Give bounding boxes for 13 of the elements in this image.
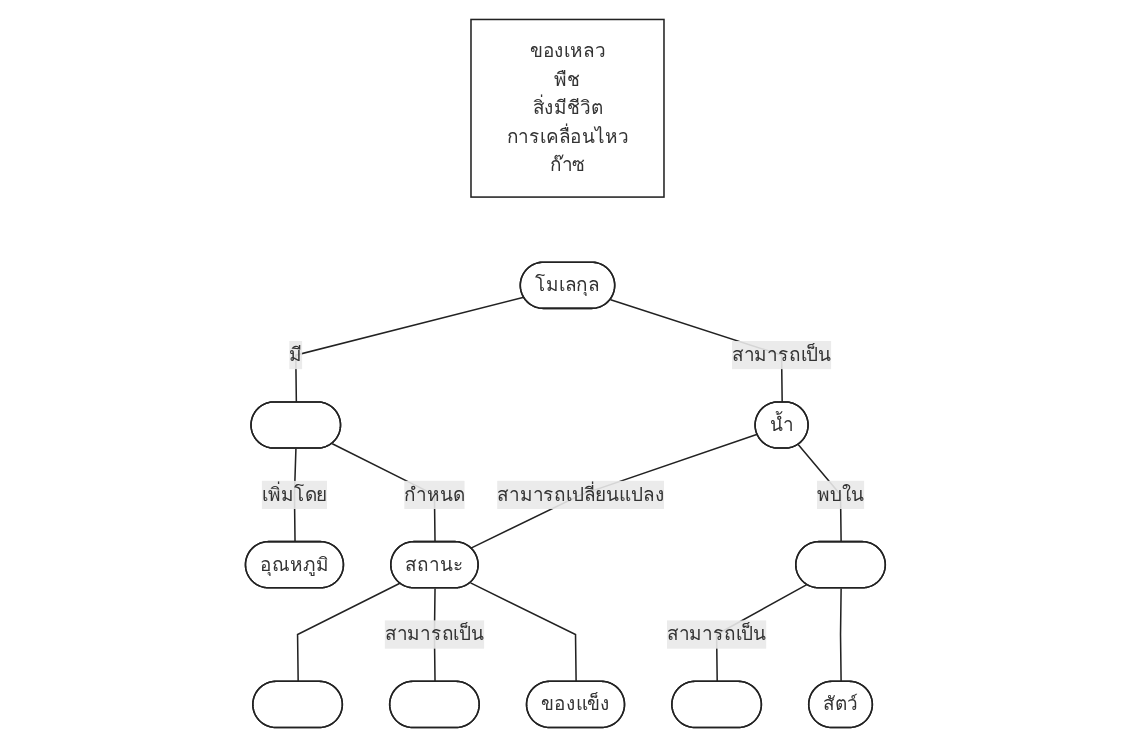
edge-label: สามารถเป็น [731,343,831,366]
node-box: ของเหลว พืช สิ่งมีชีวิต การเคลื่อนไหว ก๊าซ [469,18,665,198]
connector [839,587,842,683]
edge-label: กำหนด [403,483,465,506]
edge-label: สามารถเป็น [666,622,766,646]
edge-label: เพิ่มโดย [261,483,327,506]
edge-label: พบใน [816,483,864,506]
edge-label: สามารถเปลี่ยนแปลง [496,483,664,506]
edge-label: สามารถเป็น [384,622,484,646]
connector [296,582,401,683]
connector [469,433,758,549]
connector [469,582,577,683]
edge-label: มี [288,343,302,366]
